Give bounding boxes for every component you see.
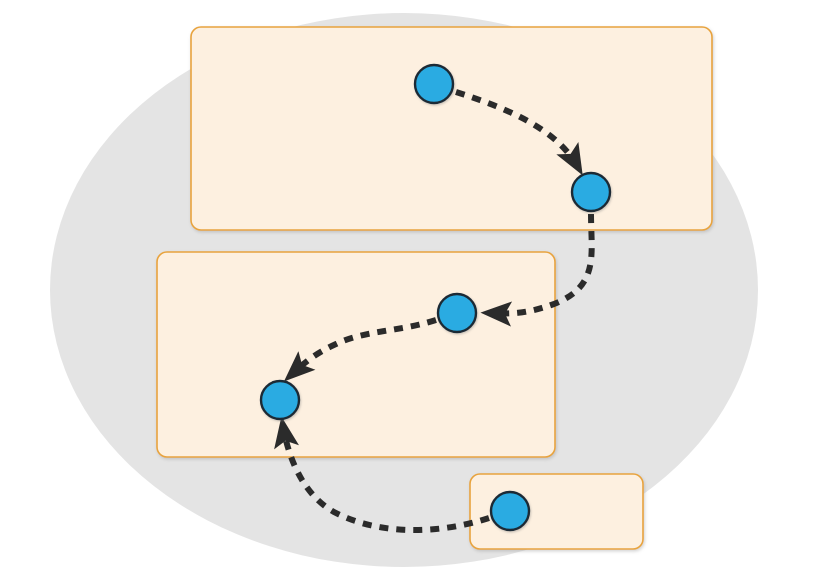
- nodes-layer: [259, 63, 612, 532]
- node-circle-1[interactable]: [413, 63, 455, 105]
- arrow-node3-to-node4[interactable]: [283, 317, 437, 382]
- node-circle-2[interactable]: [570, 171, 612, 213]
- arrow-node5-to-node4[interactable]: [274, 416, 490, 534]
- node-circle-5[interactable]: [489, 490, 531, 532]
- arrow-node1-to-node2[interactable]: [455, 89, 583, 176]
- group-box-middle[interactable]: [156, 251, 556, 458]
- edges-layer: [274, 89, 595, 534]
- group-box-top[interactable]: [190, 26, 713, 231]
- node-circle-4[interactable]: [259, 379, 301, 421]
- node-circle-3[interactable]: [436, 292, 478, 334]
